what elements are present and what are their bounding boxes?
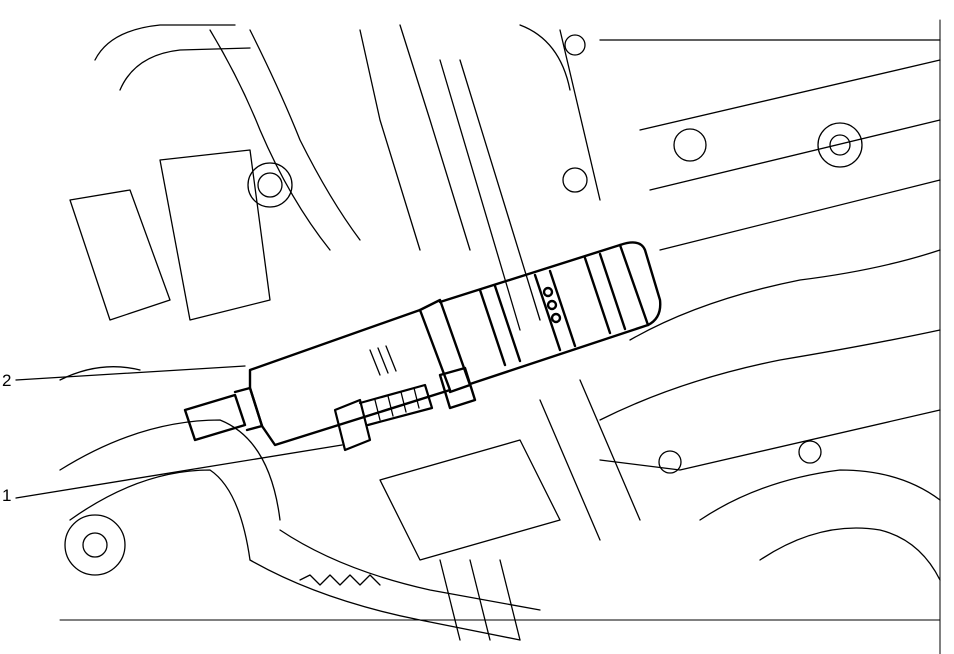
callout-label-2: 2: [2, 371, 12, 390]
callout-leader-lines: [15, 365, 343, 499]
leader-line-1: [15, 444, 343, 499]
engine-background-lines: [59, 19, 941, 654]
bolt: [333, 383, 434, 452]
callout-label-1: 1: [2, 486, 12, 505]
solenoid-valve: [183, 241, 662, 447]
leader-line-2: [15, 365, 246, 381]
